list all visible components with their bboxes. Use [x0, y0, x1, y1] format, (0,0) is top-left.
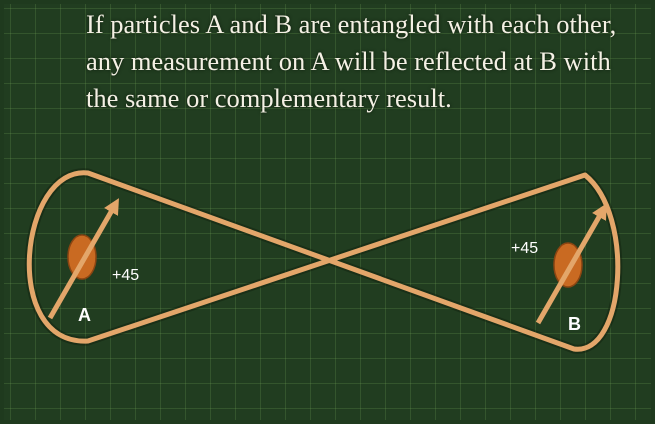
entanglement-loop — [24, 168, 623, 354]
particle-a-angle-label: +45 — [112, 267, 139, 284]
caption-line-2: any measurement on A will be reflected a… — [86, 46, 611, 76]
caption-line-1: If particles A and B are entangled with … — [86, 9, 617, 39]
chalkboard-background — [4, 4, 651, 420]
caption-text: If particles A and B are entangled with … — [86, 6, 626, 117]
particle-b-angle-label: +45 — [511, 240, 538, 257]
particle-a-label: A — [78, 305, 91, 325]
particle-b-spin-arrow — [535, 203, 607, 325]
particle-a-spin-arrow — [47, 198, 119, 320]
caption-line-3: the same or complementary result. — [86, 83, 452, 113]
particle-b-label: B — [568, 314, 581, 334]
